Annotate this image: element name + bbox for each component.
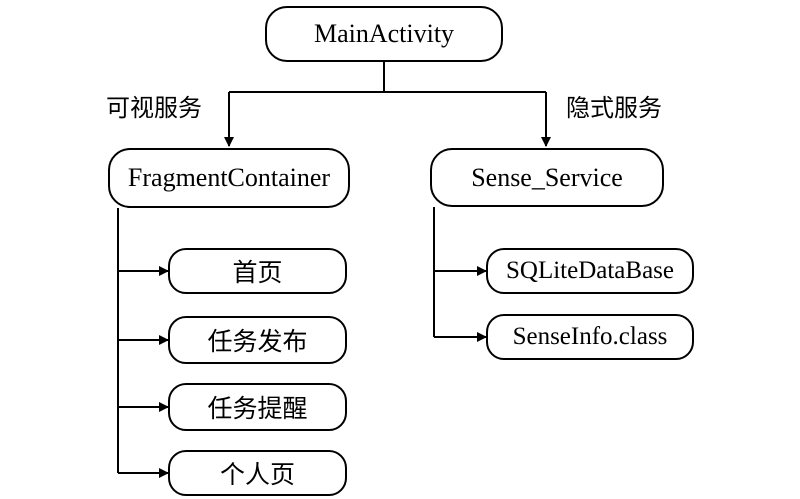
node-fragment-container: FragmentContainer (108, 148, 350, 208)
node-task-publish: 任务发布 (168, 316, 347, 364)
label-visible-service: 可视服务 (106, 94, 202, 122)
node-sense-info-class: SenseInfo.class (486, 314, 694, 360)
node-main-activity: MainActivity (265, 6, 503, 62)
node-personal-page: 个人页 (168, 450, 347, 496)
node-sense-service: Sense_Service (430, 148, 664, 207)
label-implicit-service: 隐式服务 (566, 94, 662, 122)
node-sqlite-database: SQLiteDataBase (486, 248, 694, 294)
node-home: 首页 (168, 248, 347, 294)
node-task-reminder: 任务提醒 (168, 383, 347, 431)
